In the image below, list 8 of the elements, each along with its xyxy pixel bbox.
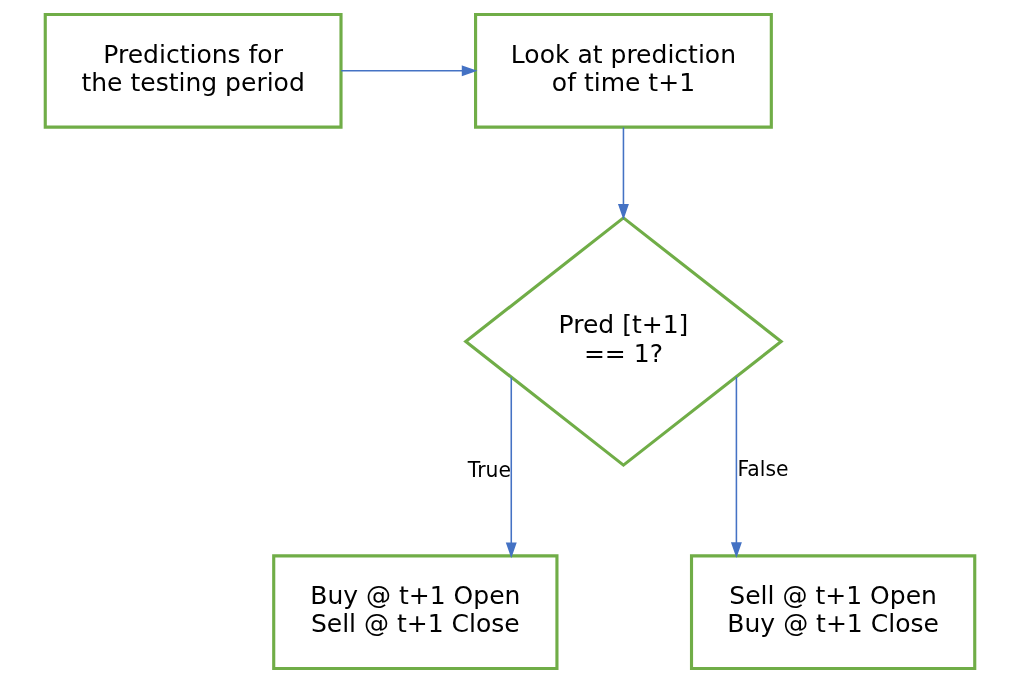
arrow bbox=[617, 126, 629, 220]
arrow bbox=[505, 376, 517, 559]
node-box: Sell @ t+1 Open Buy @ t+1 Close bbox=[689, 554, 976, 671]
node-box: Buy @ t+1 Open Sell @ t+1 Close bbox=[271, 554, 558, 671]
arrow bbox=[730, 376, 742, 558]
arrow bbox=[339, 65, 477, 77]
node-box: Look at prediction of time t+1 bbox=[473, 12, 773, 129]
node-box: Predictions for the testing period bbox=[43, 12, 343, 129]
